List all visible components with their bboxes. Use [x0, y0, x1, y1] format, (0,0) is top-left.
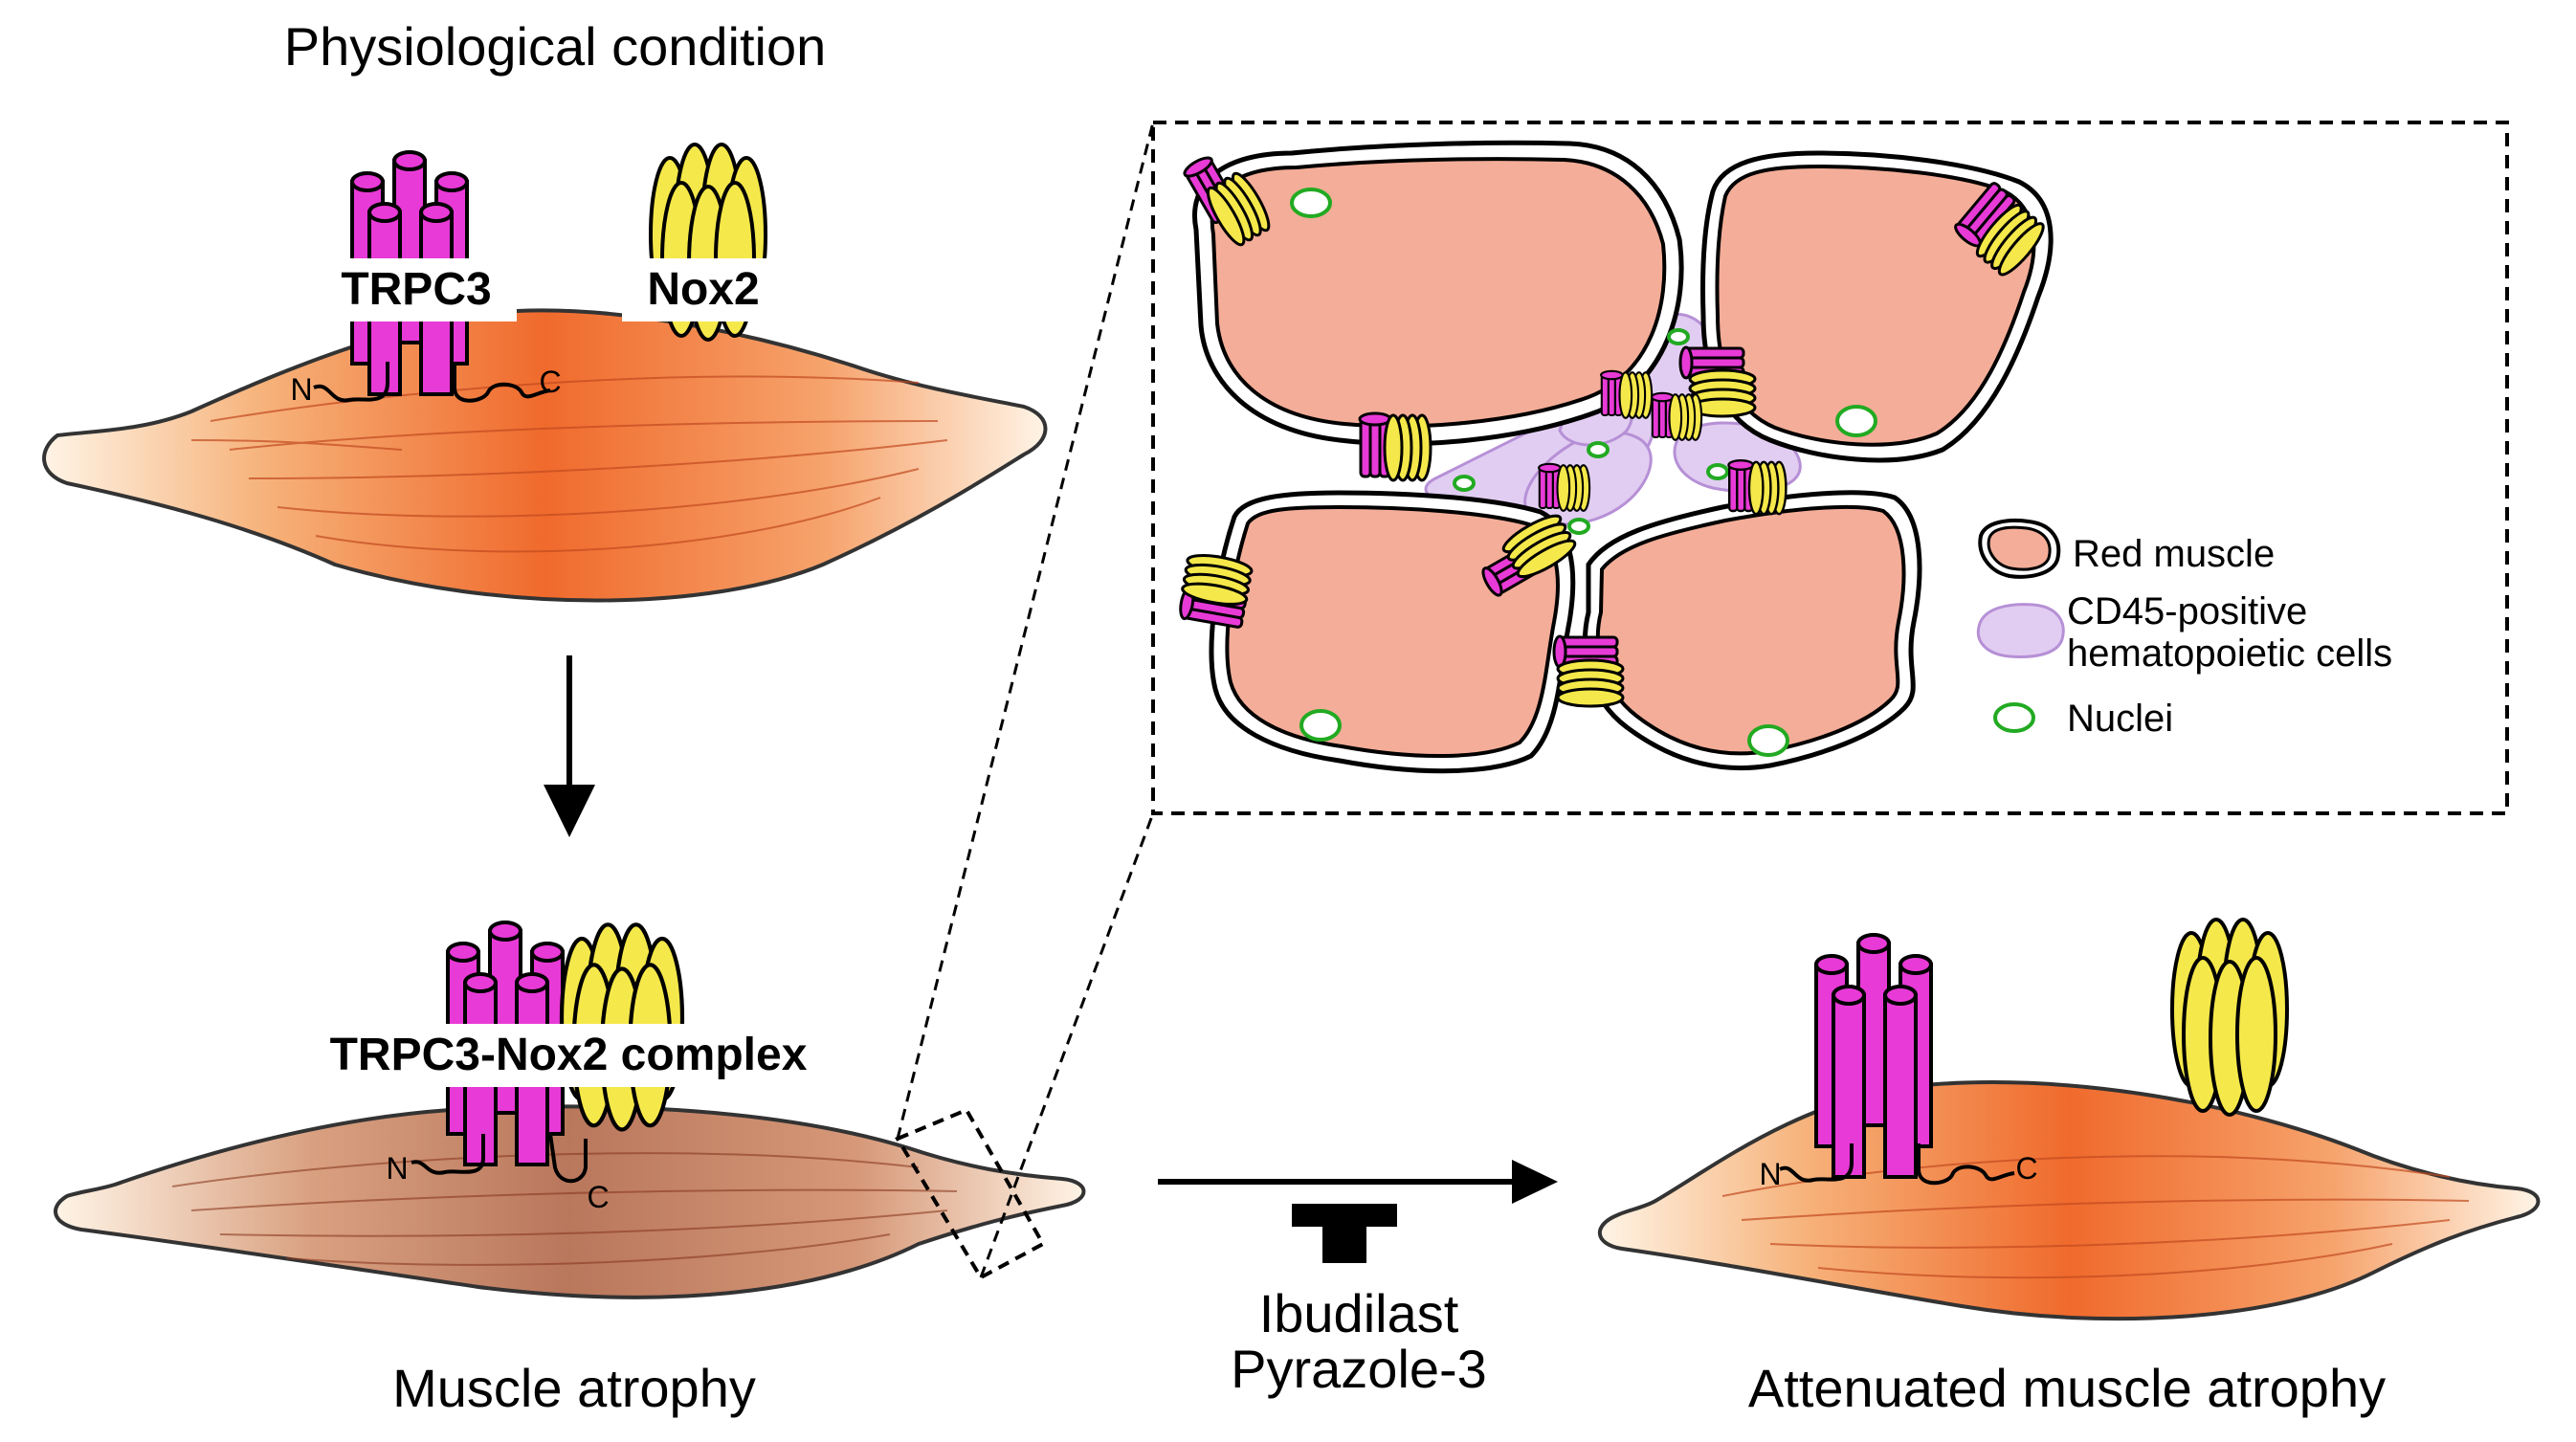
- title-physiological: Physiological condition: [284, 16, 827, 77]
- legend-red-muscle: Red muscle: [2073, 533, 2275, 575]
- down-arrow: [544, 655, 595, 837]
- zoom-line-top: [896, 122, 1155, 1140]
- legend-cd45-line1: CD45-positive: [2067, 590, 2307, 632]
- muscle-atrophy: [54, 1104, 1086, 1299]
- terminal-n-atrophy: N: [386, 1151, 408, 1186]
- terminal-c-attenuated: C: [2015, 1151, 2037, 1186]
- c-tail-atrophy: [548, 1133, 588, 1184]
- nox2-label-box: [622, 258, 785, 322]
- muscle-normal: [42, 308, 1048, 603]
- terminal-n-normal: N: [290, 372, 312, 407]
- trpc3-label-box: [316, 258, 517, 322]
- nox2-attenuated: [2170, 918, 2289, 1117]
- zoom-panel: [1151, 121, 2509, 815]
- attenuated-atrophy-label: Attenuated muscle atrophy: [1748, 1358, 2386, 1418]
- zoom-line-bottom: [979, 812, 1155, 1278]
- legend-red-muscle-swatch: [1978, 518, 2061, 579]
- c-tail-normal: [453, 362, 551, 403]
- n-tail-atrophy: [411, 1134, 485, 1175]
- nuclei: [1290, 188, 1877, 757]
- treatment-arrow: [1158, 1160, 1558, 1204]
- red-muscle-cells: [1192, 140, 2054, 774]
- complex-label: TRPC3-Nox2 complex: [330, 1030, 808, 1080]
- terminal-c-atrophy: C: [587, 1180, 609, 1214]
- muscle-attenuated: [1597, 1080, 2541, 1321]
- trpc3-label: TRPC3: [341, 264, 491, 315]
- legend-nucleus-swatch: [1993, 702, 2035, 733]
- legend-cd45-line2: hematopoietic cells: [2067, 632, 2392, 675]
- legend: Red muscle CD45-positive hematopoietic c…: [1976, 518, 2392, 740]
- terminal-c-normal: C: [539, 365, 561, 399]
- drug-ibudilast: Ibudilast: [1259, 1283, 1459, 1343]
- complex-label-box: [276, 1024, 861, 1087]
- nox2-label: Nox2: [647, 264, 759, 315]
- n-tail-normal: [313, 362, 389, 403]
- legend-nuclei: Nuclei: [2067, 698, 2173, 740]
- legend-cd45-swatch: [1976, 603, 2065, 658]
- terminal-n-attenuated: N: [1759, 1157, 1781, 1191]
- inhibition-symbol: [1292, 1204, 1397, 1263]
- zoom-selection-box: [895, 1107, 1046, 1280]
- muscle-atrophy-label: Muscle atrophy: [392, 1358, 756, 1418]
- drug-pyrazole-3: Pyrazole-3: [1231, 1339, 1487, 1399]
- c-tail-attenuated: [1917, 1143, 2015, 1186]
- n-tail-attenuated: [1779, 1143, 1854, 1183]
